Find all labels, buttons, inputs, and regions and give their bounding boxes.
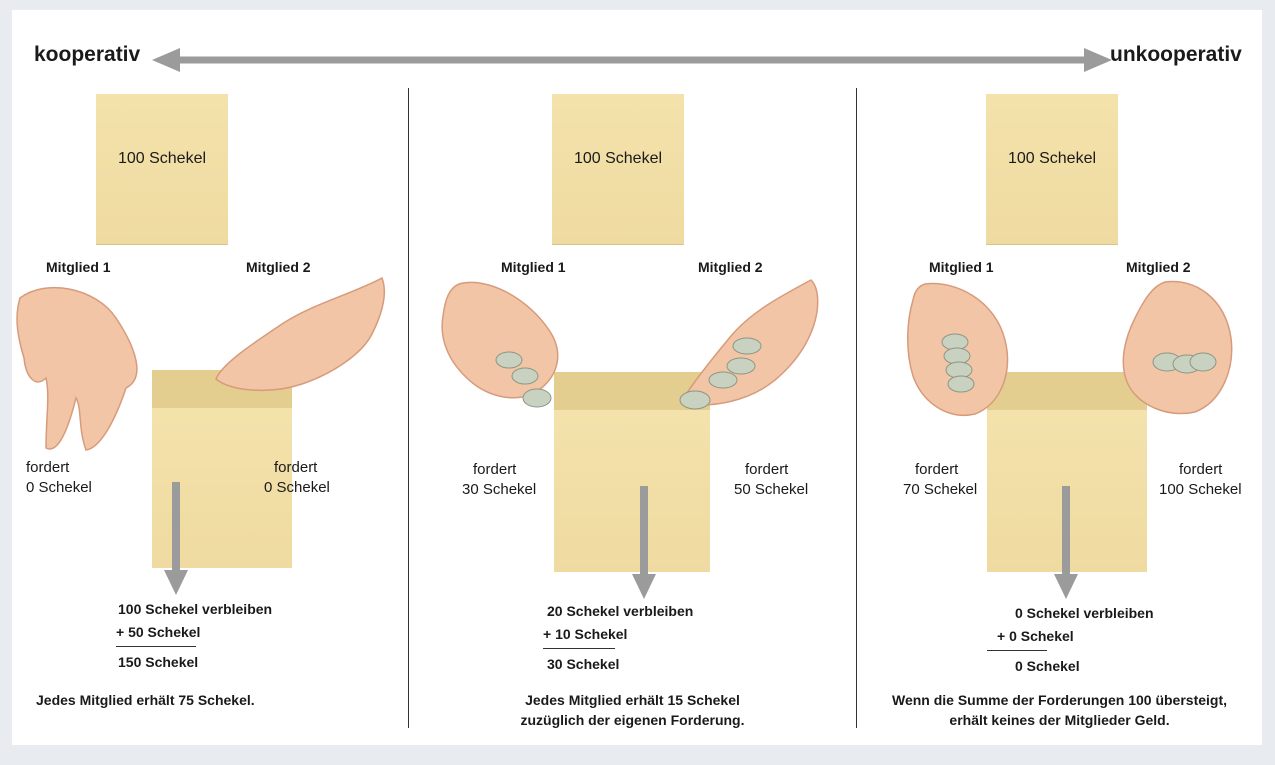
member-2-claim-line1: fordert (745, 460, 788, 480)
panel-uncooperative: 100 Schekel Mitglied 1 Mitglied 2 forder… (857, 10, 1262, 745)
member-2-claim-line2: 0 Schekel (264, 478, 330, 498)
pot-envelope (986, 94, 1118, 245)
member-1-claim-line2: 30 Schekel (462, 480, 536, 500)
member-2-claim-line2: 100 Schekel (1159, 480, 1242, 500)
pot-envelope (96, 94, 228, 245)
remaining-amount: 0 Schekel verbleiben (1015, 601, 1154, 626)
summary-line-1: Jedes Mitglied erhält 15 Schekel (409, 690, 856, 710)
panel-cooperative: 100 Schekel Mitglied 1 Mitglied 2 forder… (12, 10, 408, 745)
pot-envelope-label: 100 Schekel (552, 150, 684, 168)
fist-with-coins-right-icon (1115, 278, 1235, 418)
member-2-claim-line1: fordert (1179, 460, 1222, 480)
sum-line (543, 648, 615, 649)
pot-envelope-label: 100 Schekel (986, 150, 1118, 168)
summary-line-1: Jedes Mitglied erhält 75 Schekel. (36, 690, 255, 710)
sum-line (987, 650, 1047, 651)
member-2-label: Mitglied 2 (1126, 259, 1191, 275)
remaining-amount: 100 Schekel verbleiben (118, 597, 272, 622)
member-2-claim-line1: fordert (274, 458, 317, 478)
diagram-canvas: kooperativ unkooperativ 100 Schekel Mitg… (12, 10, 1262, 745)
member-1-claim-line1: fordert (915, 460, 958, 480)
sum-line (116, 646, 196, 647)
remaining-amount: 20 Schekel verbleiben (547, 599, 693, 624)
summary-line-1: Wenn die Summe der Forderungen 100 übers… (857, 690, 1262, 710)
bonus-amount: + 50 Schekel (116, 620, 200, 645)
member-2-claim-line2: 50 Schekel (734, 480, 808, 500)
total-amount: 150 Schekel (118, 650, 198, 675)
member-1-claim-line2: 70 Schekel (903, 480, 977, 500)
total-amount: 30 Schekel (547, 652, 619, 677)
open-hand-left-icon (16, 278, 166, 458)
member-1-label: Mitglied 1 (929, 259, 994, 275)
summary-line-2: zuzüglich der eigenen Forderung. (409, 710, 856, 730)
total-amount: 0 Schekel (1015, 654, 1080, 679)
pot-envelope (552, 94, 684, 245)
member-2-label: Mitglied 2 (246, 259, 311, 275)
bonus-amount: + 0 Schekel (997, 624, 1074, 649)
member-1-claim-line2: 0 Schekel (26, 478, 92, 498)
down-arrow-icon (164, 482, 188, 597)
hand-with-coins-right-icon (671, 276, 821, 416)
open-hand-right-icon (212, 274, 392, 404)
member-1-label: Mitglied 1 (501, 259, 566, 275)
down-arrow-icon (1054, 486, 1078, 601)
down-arrow-icon (632, 486, 656, 601)
fist-with-coins-left-icon (905, 280, 1015, 420)
summary-line-2: erhält keines der Mitglieder Geld. (857, 710, 1262, 730)
pot-envelope-label: 100 Schekel (96, 150, 228, 168)
panel-middle: 100 Schekel Mitglied 1 Mitglied 2 forder… (409, 10, 856, 745)
hand-with-coins-left-icon (439, 280, 579, 410)
member-2-label: Mitglied 2 (698, 259, 763, 275)
member-1-label: Mitglied 1 (46, 259, 111, 275)
member-1-claim-line1: fordert (473, 460, 516, 480)
member-1-claim-line1: fordert (26, 458, 69, 478)
bonus-amount: + 10 Schekel (543, 622, 627, 647)
